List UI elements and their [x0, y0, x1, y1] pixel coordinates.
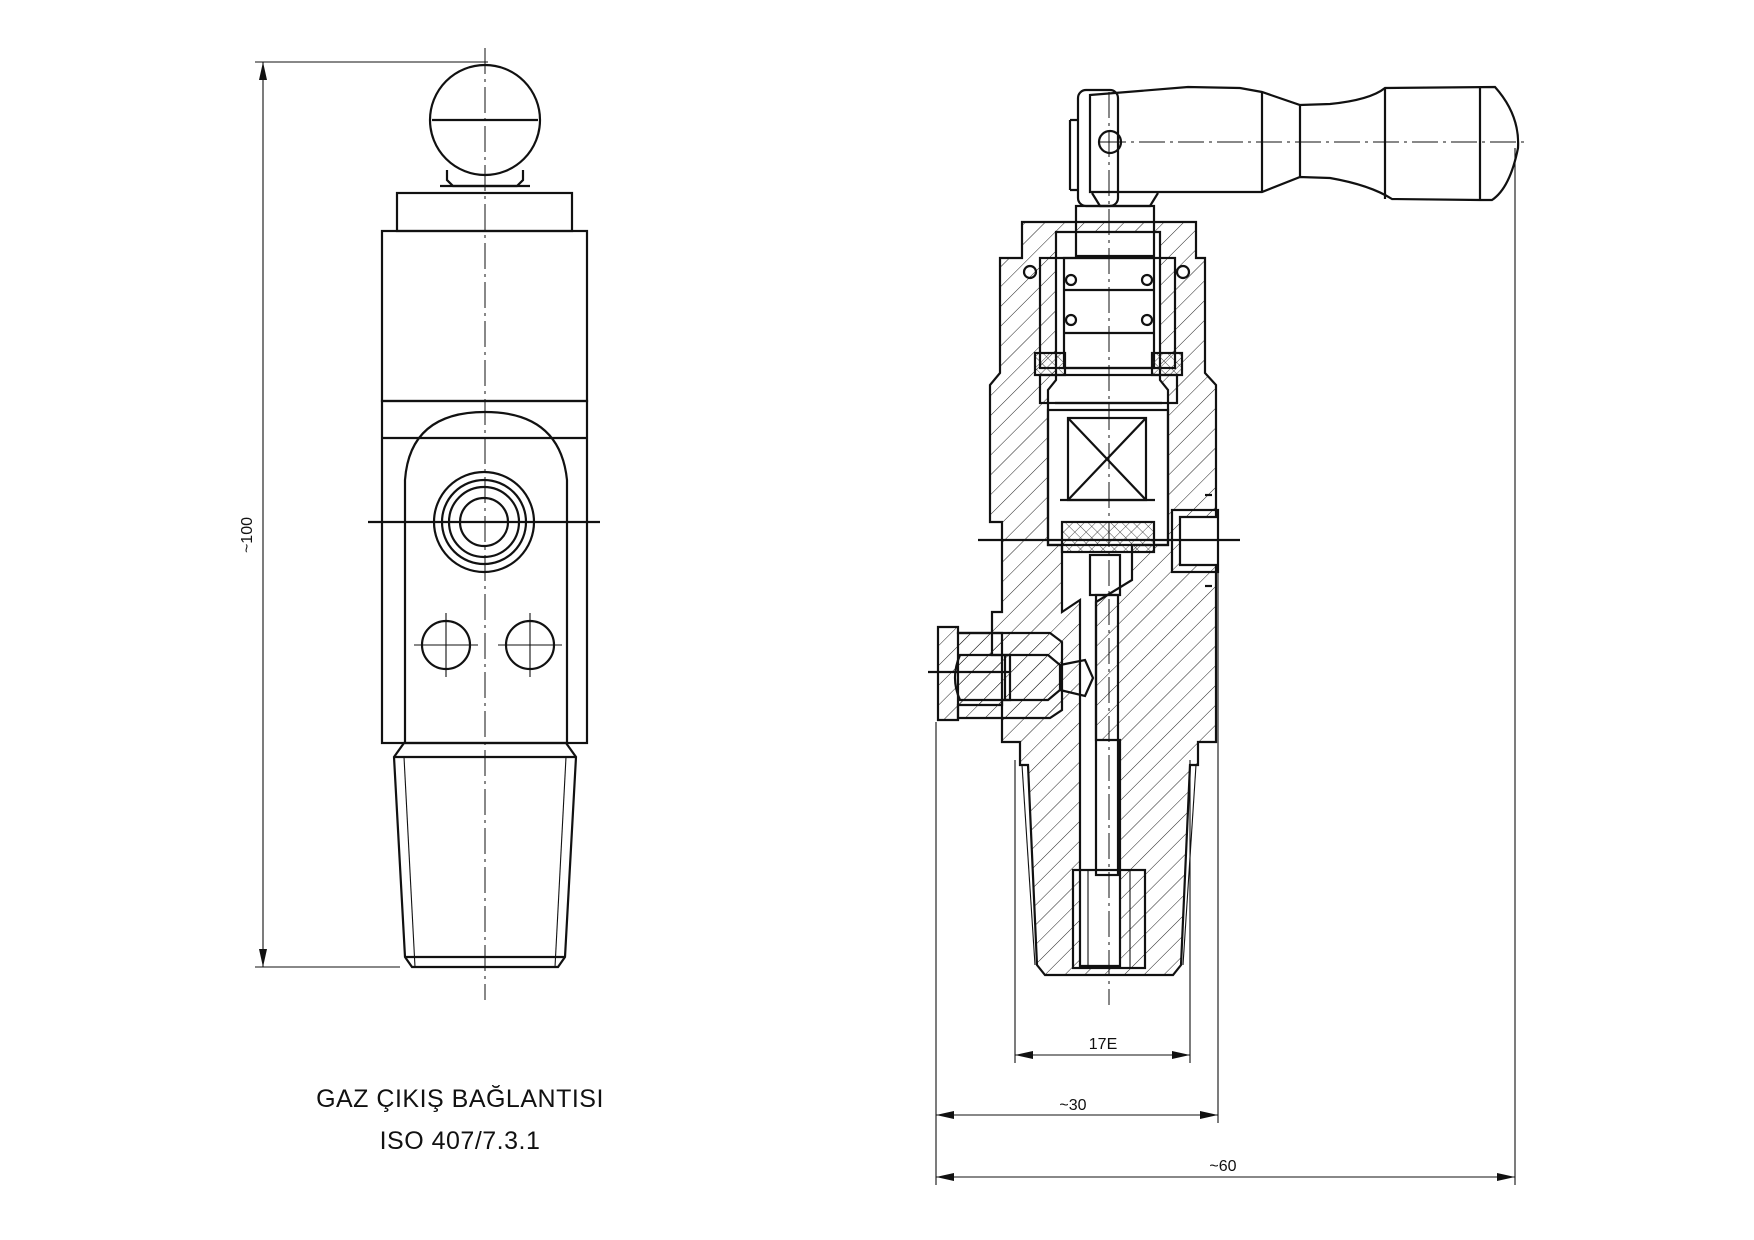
valve-seat — [1060, 520, 1156, 554]
overall-width-dimension: ~60 — [1209, 1158, 1236, 1175]
thread-dimension: 17E — [1089, 1036, 1117, 1053]
bleed-plug — [936, 625, 1095, 722]
drawing-standard: ISO 407/7.3.1 — [379, 1127, 541, 1155]
front-view: ~100 — [239, 48, 600, 1000]
section-view: 17E ~30 ~60 — [928, 85, 1528, 1185]
tapered-stem — [392, 741, 578, 969]
body-width-dimension: ~30 — [1059, 1097, 1086, 1114]
lever-pivot — [1076, 88, 1120, 208]
height-dimension: ~100 — [239, 517, 256, 553]
drawing-title: GAZ ÇIKIŞ BAĞLANTISI — [316, 1085, 604, 1113]
valve-body-section — [988, 220, 1218, 977]
handle-lever — [1068, 85, 1528, 208]
